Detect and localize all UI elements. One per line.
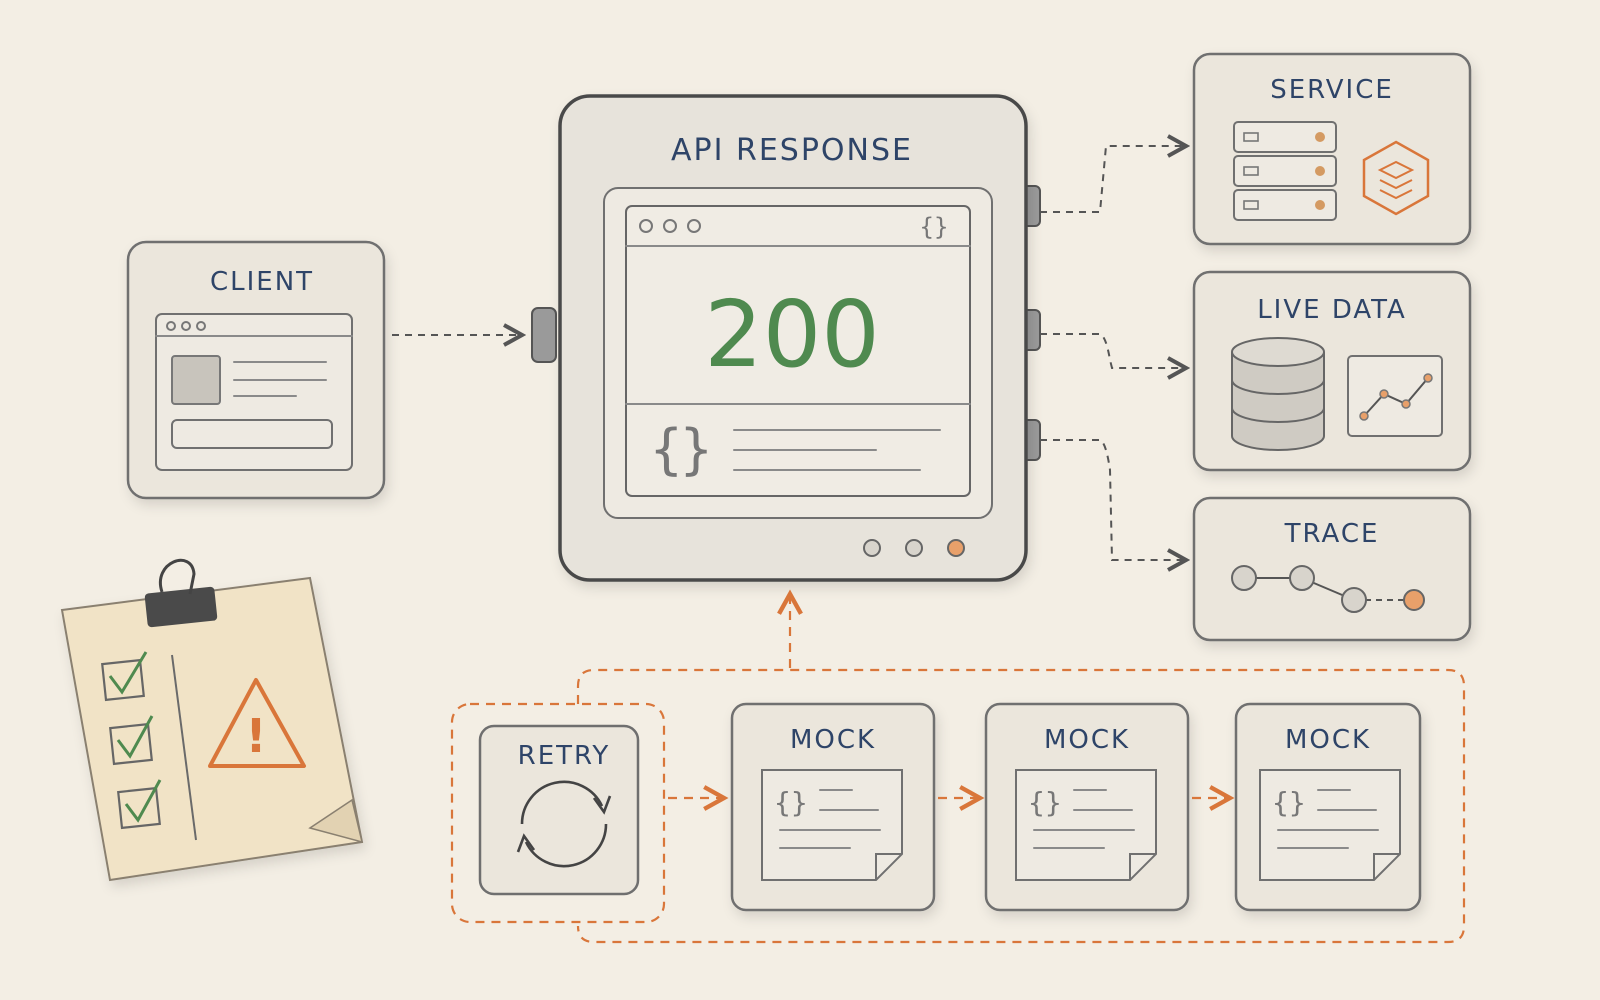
line-chart-icon	[1347, 355, 1443, 437]
brace-symbol: {}	[1028, 786, 1062, 819]
status-light	[905, 539, 923, 557]
refresh-cycle-icon	[516, 780, 612, 868]
mock-title: MOCK	[1044, 725, 1130, 755]
brace-open: {	[650, 418, 683, 481]
binder-clip-icon	[144, 558, 218, 628]
api-to-trace-arrow	[1040, 439, 1186, 560]
mock-node[interactable]: MOCK {}	[984, 702, 1190, 912]
checklist-note: !	[60, 558, 364, 882]
client-node[interactable]: CLIENT	[126, 240, 386, 500]
mock-title: MOCK	[1285, 725, 1371, 755]
service-node[interactable]: SERVICE	[1192, 52, 1472, 246]
mock-node[interactable]: MOCK {}	[730, 702, 936, 912]
retry-title: RETRY	[518, 741, 611, 771]
live-data-node[interactable]: LIVE DATA	[1192, 270, 1472, 472]
retry-loop-path	[576, 668, 1466, 944]
mock-node[interactable]: MOCK {}	[1234, 702, 1422, 912]
status-code: 200	[704, 281, 880, 388]
layers-hexagon-icon	[1362, 140, 1430, 216]
checkbox-checked-icon	[101, 651, 148, 702]
mock-title: MOCK	[790, 725, 876, 755]
warning-triangle-icon: !	[208, 678, 306, 768]
connectors	[392, 146, 1186, 560]
status-light	[863, 539, 881, 557]
api-to-live-data-arrow	[1040, 333, 1186, 368]
brace-close: }	[680, 418, 713, 481]
api-response-device[interactable]: API RESPONSE {} 200 { }	[531, 94, 1041, 582]
live-data-title: LIVE DATA	[1257, 295, 1407, 325]
brace-symbol: {}	[774, 786, 808, 819]
trace-nodes-icon	[1231, 565, 1425, 613]
client-title: CLIENT	[210, 267, 314, 297]
warning-symbol: !	[246, 709, 267, 763]
json-brace-icon: {}	[920, 213, 949, 241]
trace-node[interactable]: TRACE	[1192, 496, 1472, 642]
retry-loop	[450, 594, 1466, 944]
checkbox-checked-icon	[117, 779, 162, 830]
service-title: SERVICE	[1270, 75, 1394, 105]
api-response-title: API RESPONSE	[671, 133, 913, 168]
status-light-active	[947, 539, 965, 557]
server-rack-icon	[1233, 121, 1337, 221]
api-to-service-arrow	[1040, 146, 1186, 213]
trace-title: TRACE	[1284, 519, 1380, 549]
database-icon	[1231, 337, 1325, 451]
browser-window-icon	[155, 313, 353, 471]
json-document-icon: {}	[761, 769, 903, 881]
brace-symbol: {}	[1272, 786, 1306, 819]
json-document-icon: {}	[1259, 769, 1401, 881]
retry-node[interactable]: RETRY	[478, 724, 640, 896]
checkbox-checked-icon	[109, 715, 154, 766]
json-document-icon: {}	[1015, 769, 1157, 881]
retry-highlight	[450, 702, 666, 924]
